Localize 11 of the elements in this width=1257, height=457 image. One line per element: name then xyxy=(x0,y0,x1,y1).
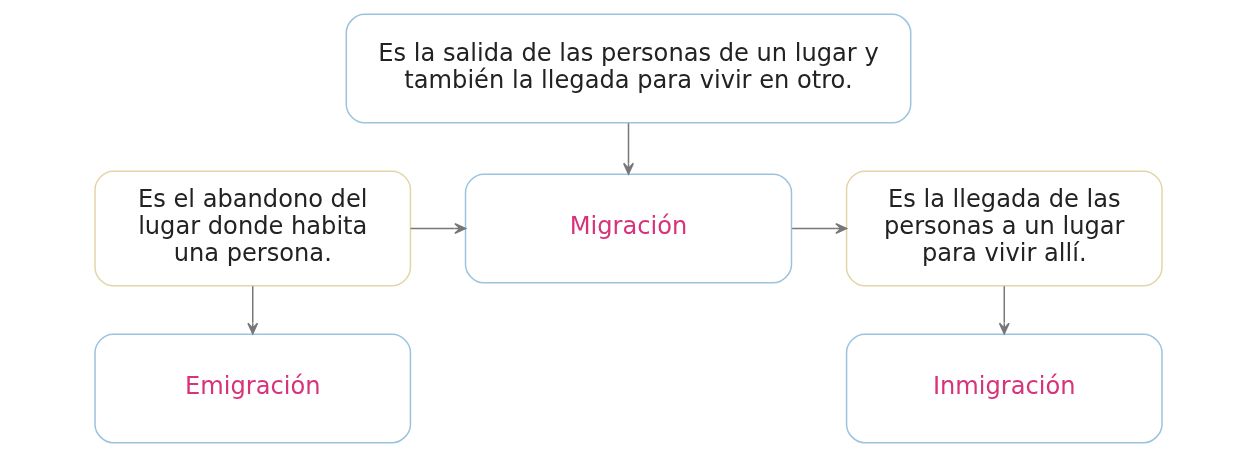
arrow xyxy=(247,285,259,335)
node-box: Emigración xyxy=(94,333,412,444)
arrow xyxy=(623,122,634,175)
node-box: Es el abandono del lugar donde habita una persona. xyxy=(94,170,412,287)
arrow xyxy=(998,285,1010,335)
node-box: Inmigración xyxy=(845,333,1163,444)
node-box: Es la salida de las personas de un lugar y también la llegada para vivir en otro. xyxy=(345,13,912,124)
node-box: Es la llegada de las personas a un lugar para vivir allí. xyxy=(845,170,1163,287)
arrow xyxy=(409,223,467,234)
node-box: Migración xyxy=(464,173,793,284)
arrow xyxy=(791,223,848,234)
